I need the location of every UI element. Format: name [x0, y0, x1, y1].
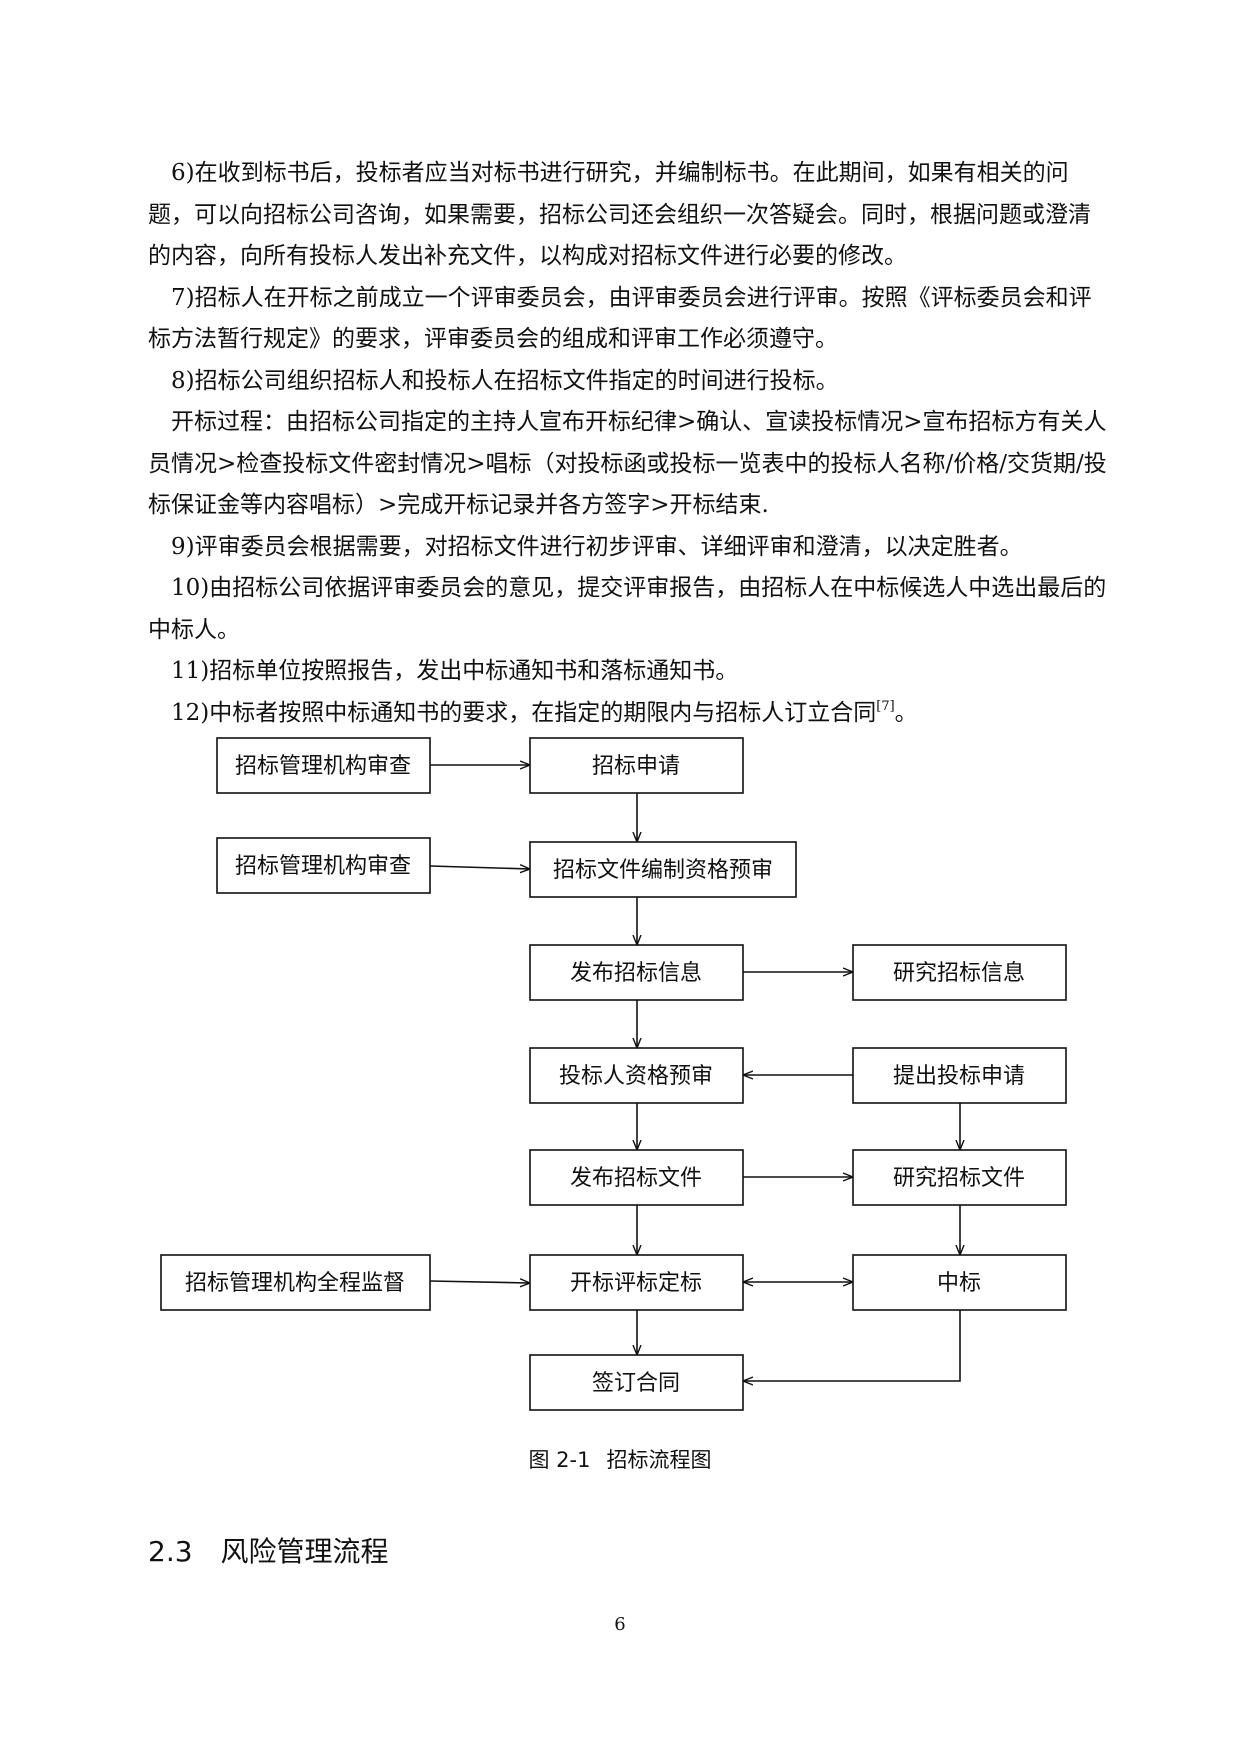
label-supervise: 招标管理机构全程监督 — [185, 1271, 405, 1296]
label-apply: 招标申请 — [592, 754, 680, 779]
label-publish-docs: 发布招标文件 — [570, 1166, 702, 1191]
paragraph-7: 7)招标人在开标之前成立一个评审委员会，由评审委员会进行评审。按照《评标委员会和… — [148, 284, 1092, 353]
paragraph-11: 11)招标单位按照报告，发出中标通知书和落标通知书。 — [171, 658, 739, 684]
paragraph-10: 10)由招标公司依据评审委员会的意见，提交评审报告，由招标人在中标候选人中选出最… — [148, 575, 1107, 643]
figure-number: 图 2-1 — [528, 1448, 591, 1472]
citation-ref[interactable]: [7] — [876, 698, 895, 714]
section-heading: 2.3 风险管理流程 — [148, 1530, 389, 1570]
arrow-supervise-evaluate — [429, 1281, 530, 1283]
label-study-docs: 研究招标文件 — [893, 1166, 1025, 1191]
label-prequalify: 投标人资格预审 — [559, 1064, 713, 1089]
box-supervise — [160, 1254, 431, 1311]
section-number: 2.3 — [148, 1535, 193, 1568]
label-win: 中标 — [937, 1271, 981, 1296]
label-review-2: 招标管理机构审查 — [235, 854, 411, 879]
paragraph-12-text: 12)中标者按照中标通知书的要求，在指定的期限内与招标人订立合同 — [171, 699, 877, 726]
figure-title: 招标流程图 — [606, 1448, 712, 1472]
paragraph-6: 6)在收到标书后，投标者应当对标书进行研究，并编制标书。在此期间，如果有相关的问… — [148, 160, 1091, 269]
label-study-info: 研究招标信息 — [893, 961, 1025, 986]
flowchart: 招标管理机构审查 招标申请 招标管理机构审查 招标文件编制资格预审 发布招标信息… — [160, 737, 1067, 1411]
figure-caption: 图 2-1 招标流程图 — [0, 1444, 1240, 1474]
paragraph-bid-opening: 开标过程：由招标公司指定的主持人宣布开标纪律>确认、宣读投标情况>宣布招标方有关… — [148, 409, 1107, 518]
paragraph-9: 9)评审委员会根据需要，对招标文件进行初步评审、详细评审和澄清，以决定胜者。 — [171, 533, 1023, 560]
body-text: 6)在收到标书后，投标者应当对标书进行研究，并编制标书。在此期间，如果有相关的问… — [148, 153, 1108, 734]
paragraph-12-tail: 。 — [894, 699, 918, 726]
label-prepare: 招标文件编制资格预审 — [553, 858, 773, 883]
label-review-1: 招标管理机构审查 — [235, 754, 411, 779]
label-evaluate: 开标评标定标 — [570, 1271, 702, 1296]
label-publish-info: 发布招标信息 — [570, 961, 702, 986]
arrow-win-contract — [743, 1310, 961, 1381]
page-number: 6 — [614, 1614, 626, 1635]
arrow-review2-prepare — [429, 866, 530, 869]
box-review-2 — [216, 837, 431, 894]
section-title: 风险管理流程 — [220, 1535, 389, 1568]
paragraph-8: 8)招标公司组织招标人和投标人在招标文件指定的时间进行投标。 — [171, 367, 839, 394]
paragraph-12: 12)中标者按照中标通知书的要求，在指定的期限内与招标人订立合同[7]。 — [148, 693, 1108, 735]
label-submit-bid: 提出投标申请 — [893, 1064, 1025, 1089]
label-contract: 签订合同 — [592, 1371, 680, 1396]
